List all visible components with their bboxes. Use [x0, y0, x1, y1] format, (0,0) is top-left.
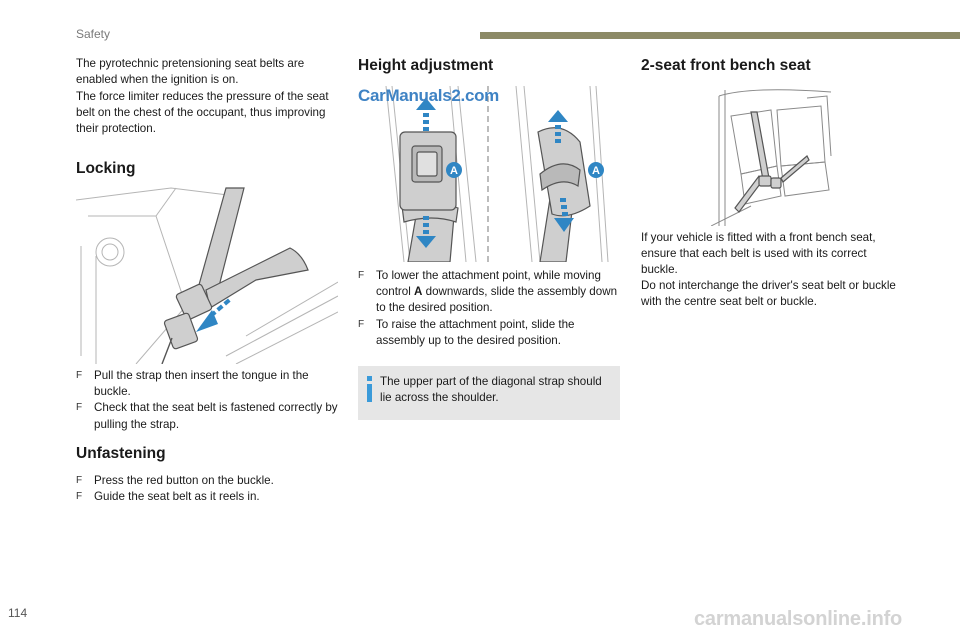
locking-heading: Locking — [76, 160, 136, 177]
page-number: 114 — [8, 606, 28, 620]
bench-seat-illustration — [711, 89, 832, 226]
checkbox-glyph-icon: F — [76, 402, 83, 414]
control-a-marker: A — [592, 165, 600, 177]
height-adjustment-heading: Height adjustment — [358, 57, 494, 74]
locking-illustration — [76, 187, 338, 364]
checkbox-glyph-icon: F — [358, 270, 365, 281]
section-label: Safety — [76, 27, 111, 41]
checkbox-glyph-icon: F — [76, 370, 83, 381]
control-a-marker: A — [450, 165, 458, 177]
bench-paragraph-1: If your vehicle is fitted with a front b… — [641, 231, 876, 277]
bench-paragraph-2: Do not interchange the driver's seat bel… — [641, 279, 896, 309]
intro-paragraph-1: The pyrotechnic pretensioning seat belts… — [76, 57, 305, 87]
unfastening-heading: Unfastening — [76, 445, 166, 462]
checkbox-glyph-icon: F — [76, 491, 83, 503]
info-note: The upper part of the diagonal strap sho… — [358, 366, 620, 420]
header-accent-bar — [480, 32, 960, 39]
watermark-bottom: carmanualsonline.info — [694, 608, 903, 630]
watermark-top: CarManuals2.com — [358, 86, 499, 105]
info-icon — [367, 376, 372, 402]
intro-paragraph-2: The force limiter reduces the pressure o… — [76, 90, 329, 136]
info-note-text: The upper part of the diagonal strap sho… — [380, 375, 602, 405]
checkbox-glyph-icon: F — [76, 475, 83, 486]
bench-seat-heading: 2-seat front bench seat — [641, 57, 811, 74]
height-adjustment-illustration: A A — [385, 86, 609, 262]
checkbox-glyph-icon: F — [358, 318, 365, 330]
